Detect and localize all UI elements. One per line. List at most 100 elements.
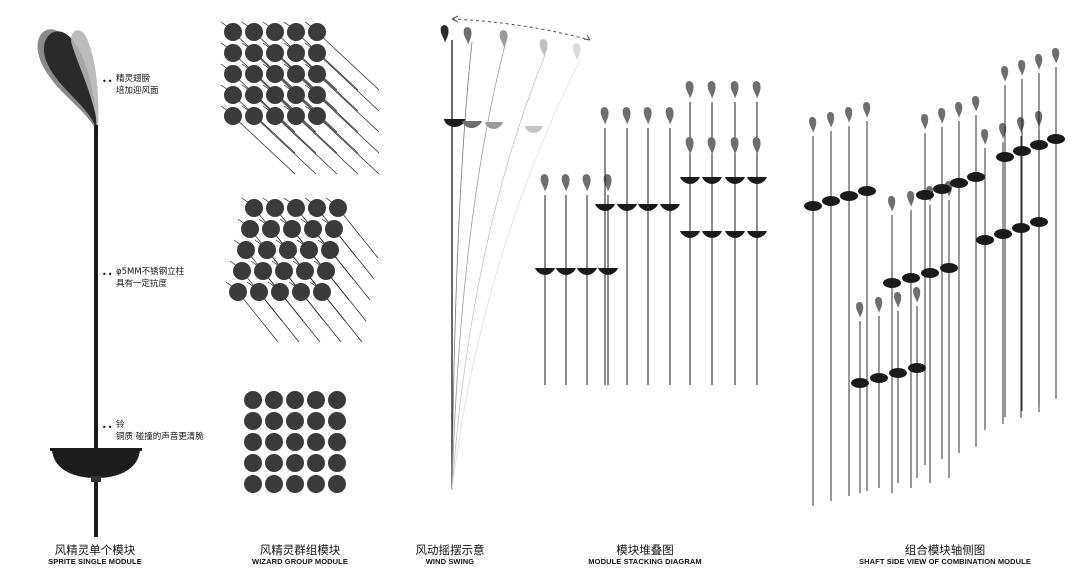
group-disc	[245, 44, 263, 62]
sprite-bell-rim	[50, 448, 142, 451]
stacking-disc	[660, 204, 680, 211]
group-stem	[325, 270, 367, 322]
group-disc	[321, 241, 339, 259]
group-disc	[329, 199, 347, 217]
group-disc	[287, 199, 305, 217]
group-stem	[333, 228, 375, 280]
caption-wind-swing: 风动摇摆示意 WIND SWING	[400, 543, 500, 566]
group-disc	[287, 65, 305, 83]
group-stem	[232, 31, 296, 91]
group-disc	[292, 283, 310, 301]
group-disc	[224, 107, 242, 125]
group-disc	[279, 241, 297, 259]
annotation-bell-line-2: 铜质 碰撞的声音更清脆	[116, 432, 204, 442]
group-disc	[287, 44, 305, 62]
group-stem	[253, 115, 317, 175]
caption-zh: 风动摇摆示意	[415, 543, 485, 557]
group-stem	[253, 73, 317, 133]
group-disc	[245, 65, 263, 83]
annotation-wing: •• 精灵翅膀 培加迎风面	[102, 73, 159, 97]
group-disc	[250, 283, 268, 301]
group-disc	[244, 454, 262, 472]
group-disc	[244, 412, 262, 430]
group-stem	[316, 31, 380, 91]
caption-module-stacking: 模块堆叠图 MODULE STACKING DIAGRAM	[570, 543, 720, 566]
group-disc	[283, 220, 301, 238]
stacking-leaf-icon	[730, 137, 739, 155]
group-disc	[328, 454, 346, 472]
annotation-wing-line-2: 培加迎风面	[116, 86, 159, 96]
caption-en: SPRITE SINGLE MODULE	[48, 557, 142, 566]
group-disc	[266, 86, 284, 104]
group-disc	[271, 283, 289, 301]
axon-disc	[1013, 146, 1031, 156]
group-disc	[265, 475, 283, 493]
group-disc	[244, 433, 262, 451]
wizard-group-grid-oblique-top	[220, 21, 380, 175]
axon-disc	[840, 191, 858, 201]
axon-leaf-icon	[1017, 117, 1025, 133]
axon-leaf-icon	[888, 196, 896, 212]
group-disc	[307, 412, 325, 430]
group-disc	[258, 241, 276, 259]
stacking-leaf-icon	[685, 137, 694, 155]
sprite-wing-light	[71, 30, 99, 130]
group-disc	[265, 412, 283, 430]
axon-leaf-icon	[1001, 66, 1009, 82]
group-disc	[233, 262, 251, 280]
caption-en: MODULE STACKING DIAGRAM	[588, 557, 702, 566]
axon-leaf-icon	[907, 191, 915, 207]
stacking-leaf-icon	[600, 107, 609, 125]
group-disc	[304, 220, 322, 238]
stacking-leaf-icon	[752, 137, 761, 155]
stacking-disc	[617, 204, 637, 211]
group-disc	[266, 23, 284, 41]
annotation-bullet-icon: ••	[102, 270, 114, 279]
stacking-leaf-icon	[665, 107, 674, 125]
group-disc	[265, 391, 283, 409]
annotation-bullet-icon: ••	[102, 77, 114, 86]
group-stem	[316, 73, 380, 133]
stacking-disc	[638, 204, 658, 211]
group-disc	[287, 23, 305, 41]
group-disc	[286, 433, 304, 451]
axon-disc	[908, 363, 926, 373]
group-disc	[287, 86, 305, 104]
axon-disc	[902, 273, 920, 283]
group-stem	[253, 31, 317, 91]
axon-disc	[967, 172, 985, 182]
group-disc	[262, 220, 280, 238]
axon-leaf-icon	[875, 297, 883, 313]
stacking-leaf-icon	[643, 107, 652, 125]
caption-zh: 风精灵群组模块	[259, 543, 341, 557]
group-disc	[224, 44, 242, 62]
group-disc	[266, 44, 284, 62]
group-disc	[241, 220, 259, 238]
group-stem	[237, 291, 279, 343]
caption-zh: 模块堆叠图	[616, 543, 674, 557]
stacking-disc	[747, 231, 767, 238]
sprite-shaft	[94, 125, 98, 537]
stacking-disc	[535, 268, 555, 275]
group-stem	[316, 52, 380, 112]
group-stem	[316, 115, 380, 175]
group-stem	[321, 291, 363, 343]
axon-disc	[883, 278, 901, 288]
group-stem	[274, 115, 338, 175]
group-stem	[337, 207, 379, 259]
group-disc	[300, 241, 318, 259]
group-disc	[265, 433, 283, 451]
group-disc	[308, 23, 326, 41]
annotation-shaft: •• φ5MM不锈钢立柱 具有一定抗度	[102, 266, 184, 290]
axon-disc	[933, 184, 951, 194]
group-disc	[254, 262, 272, 280]
caption-zh: 风精灵单个模块	[54, 543, 136, 557]
stacking-leaf-icon	[622, 107, 631, 125]
axon-disc	[976, 235, 994, 245]
stacking-disc	[595, 204, 615, 211]
axon-leaf-icon	[827, 112, 835, 128]
group-disc	[307, 433, 325, 451]
wizard-group-grid-oblique-middle	[225, 197, 379, 343]
stacking-disc	[577, 268, 597, 275]
